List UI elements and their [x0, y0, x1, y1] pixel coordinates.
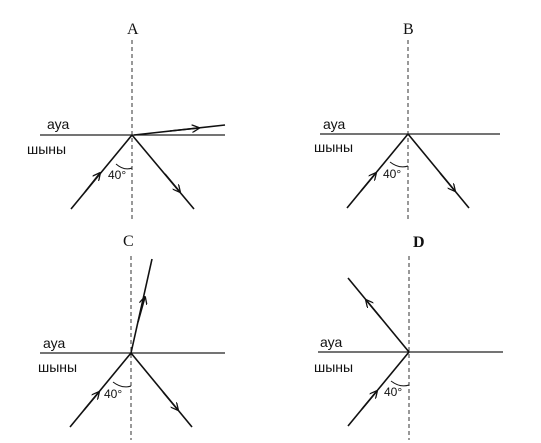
panel-a-letter: A	[127, 21, 139, 38]
panel-d-medium-glass: шыны	[314, 359, 353, 375]
panel-a-angle-label: 40°	[108, 168, 126, 182]
panel-a-medium-glass: шыны	[27, 141, 66, 157]
panel-a-incident-arrow	[84, 173, 100, 193]
panel-b-reflected-arrow	[439, 172, 455, 191]
panel-c-angle-arc	[112, 381, 132, 388]
panel-c-refracted-ray	[130, 258, 153, 354]
panel-d: D ауа шыны 40°	[314, 234, 503, 440]
panel-d-letter: D	[413, 234, 425, 251]
panel-b-reflected-ray	[407, 133, 470, 209]
panel-c-reflected-arrow	[162, 391, 178, 410]
panel-c-letter: C	[123, 233, 134, 250]
panel-d-incident-arrow	[361, 391, 377, 410]
panel-b: B ауа шыны 40°	[314, 21, 500, 222]
panel-b-medium-air: ауа	[323, 116, 345, 132]
panel-b-angle-label: 40°	[383, 167, 401, 181]
panel-a-reflected-ray	[131, 134, 195, 210]
panel-c-refracted-arrow	[137, 297, 145, 323]
panel-c-medium-glass: шыны	[38, 359, 77, 375]
panel-d-angle-label: 40°	[384, 385, 402, 399]
panel-c-angle-label: 40°	[104, 387, 122, 401]
panel-a-reflected-arrow	[164, 173, 180, 192]
panel-a-refracted-arrow	[169, 128, 199, 131]
panel-a: A ауа шыны 40°	[27, 21, 226, 222]
panel-c-incident-ray	[69, 352, 132, 428]
panel-b-incident-arrow	[360, 173, 376, 192]
panel-a-medium-air: ауа	[47, 116, 69, 132]
panel-c-incident-arrow	[83, 392, 99, 411]
panel-c: C ауа шыны 40°	[38, 233, 225, 440]
panel-b-medium-glass: шыны	[314, 139, 353, 155]
panel-b-angle-arc	[389, 161, 409, 168]
panel-d-medium-air: ауа	[320, 334, 342, 350]
panel-d-incident-ray	[347, 351, 410, 427]
panel-a-incident-ray	[70, 134, 133, 210]
panel-a-angle-arc	[115, 163, 133, 170]
panel-b-letter: B	[403, 21, 414, 38]
panel-d-angle-arc	[390, 380, 410, 387]
panel-c-reflected-ray	[130, 352, 193, 428]
panel-c-medium-air: ауа	[43, 335, 65, 351]
panel-d-upper-arrow	[366, 300, 382, 319]
panel-b-incident-ray	[346, 133, 409, 209]
